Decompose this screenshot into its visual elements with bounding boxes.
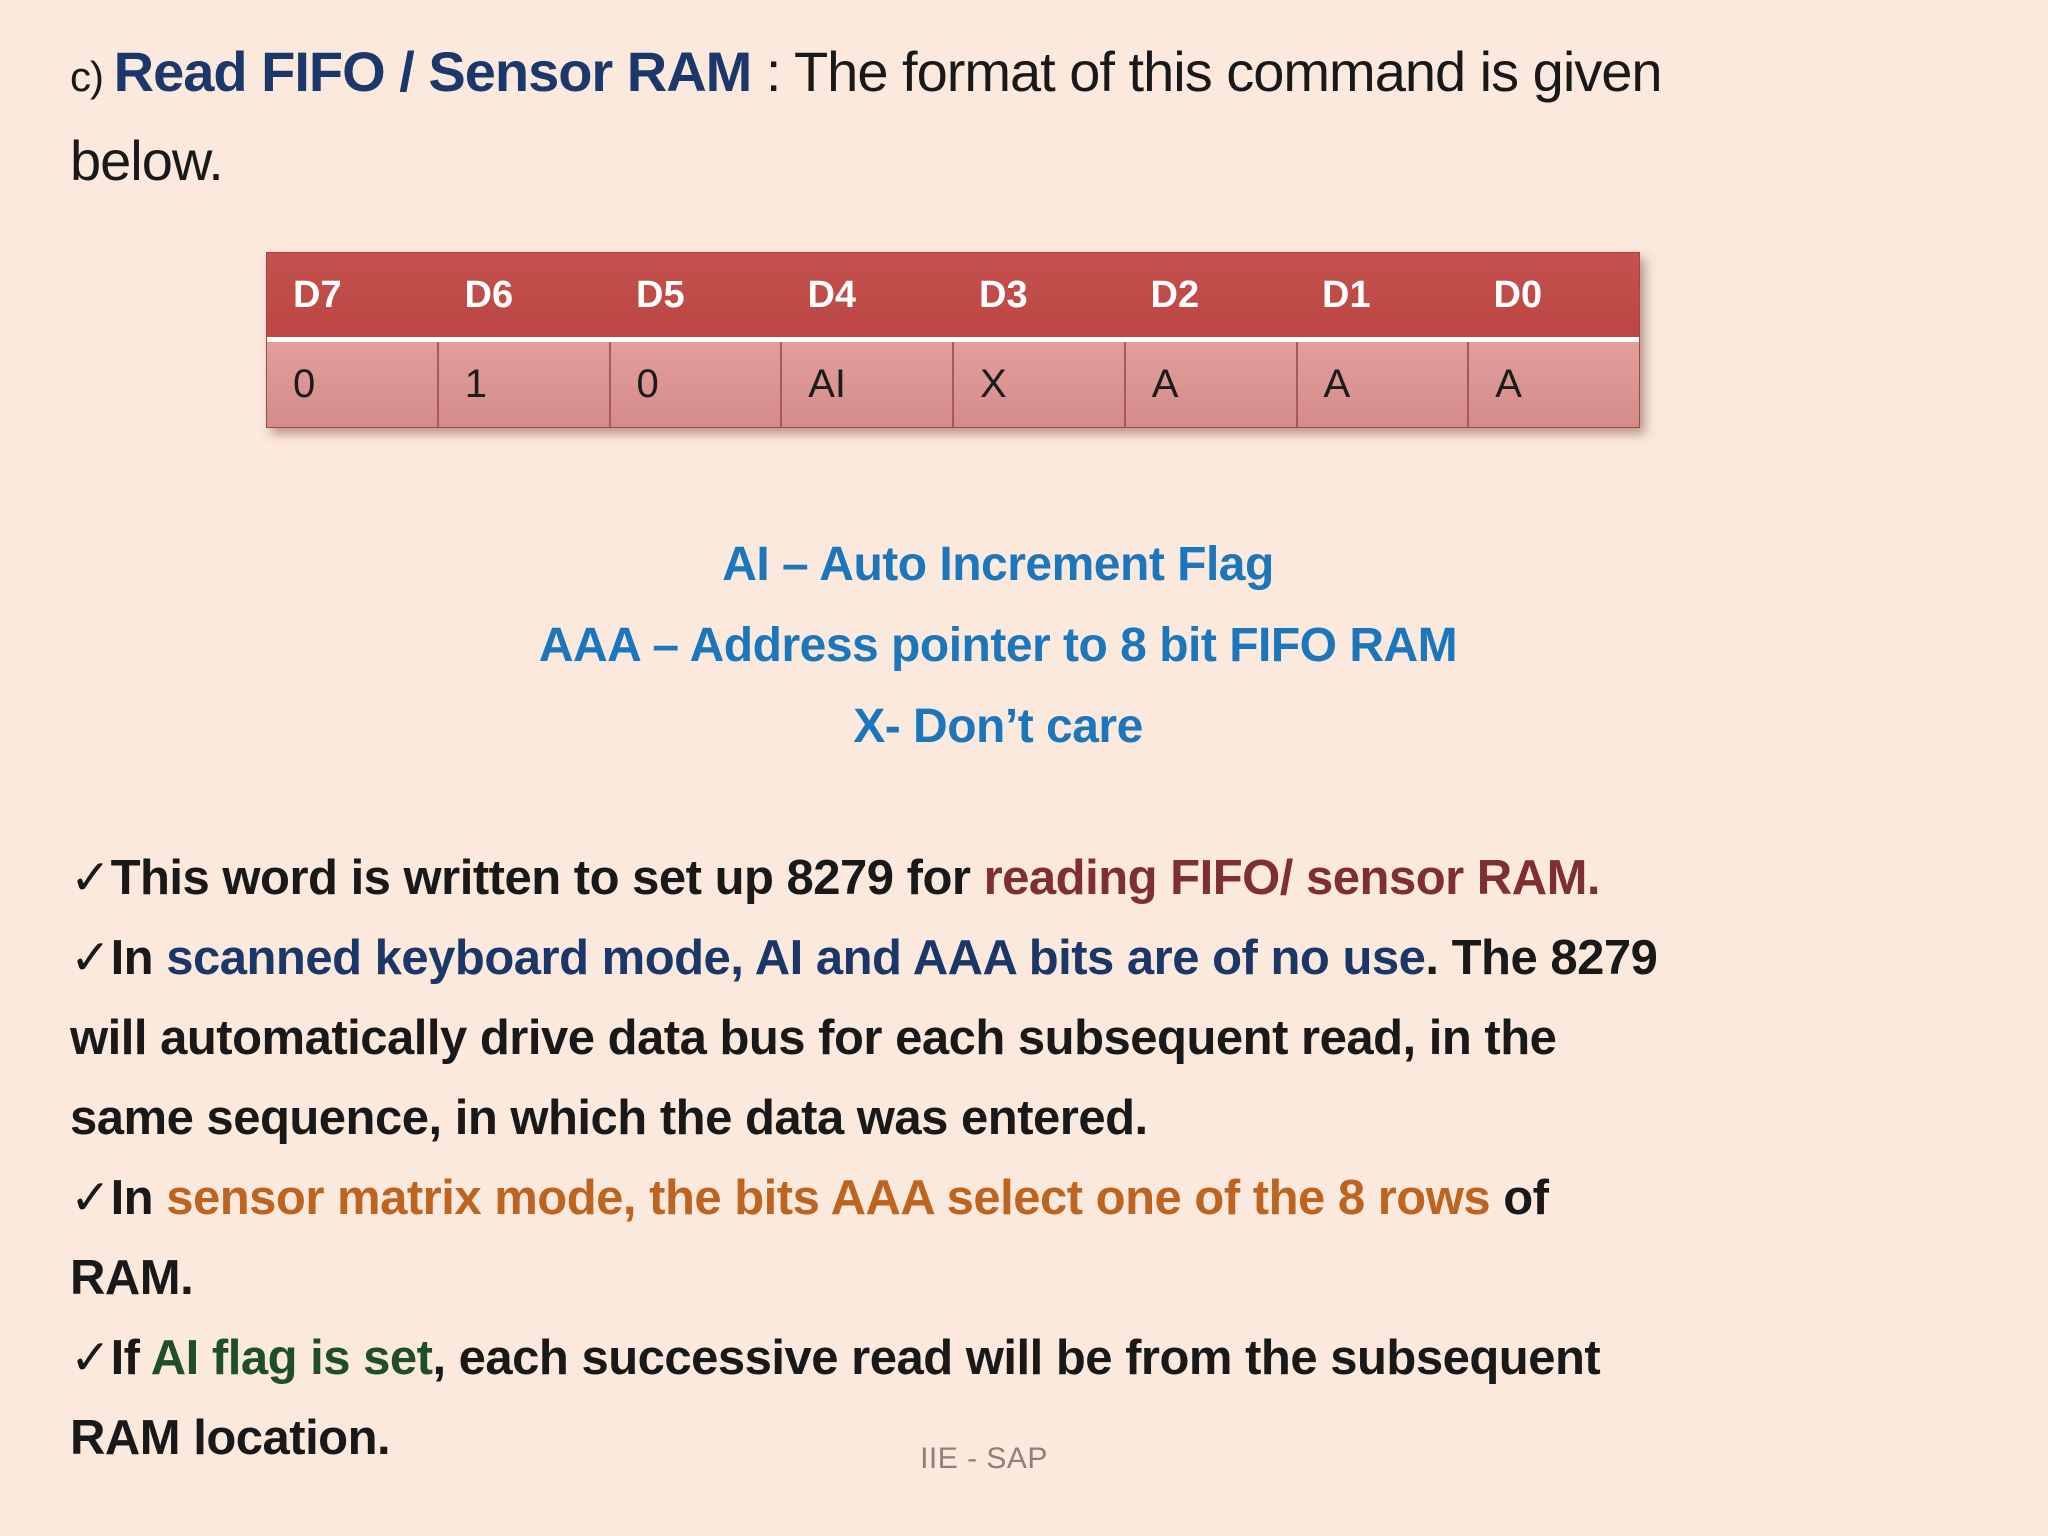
page-title: c) Read FIFO / Sensor RAM : The format o… xyxy=(70,30,2020,203)
legend-line: X- Don’t care xyxy=(853,700,1143,753)
text-segment: RAM location. xyxy=(70,1411,391,1465)
table-value-cell: 0 xyxy=(608,342,781,427)
table-value-cell: A xyxy=(1467,342,1639,427)
check-icon: ✓ xyxy=(70,931,111,985)
bullet-line: ✓In sensor matrix mode, the bits AAA sel… xyxy=(70,1158,2030,1238)
table-value-cell: 1 xyxy=(436,342,609,427)
table-header-cell: D3 xyxy=(979,273,1028,316)
text-segment: If xyxy=(110,1331,151,1385)
footer-text: IIE - SAP xyxy=(920,1442,1048,1475)
text-segment: AI flag is set xyxy=(150,1331,433,1385)
text-segment: same sequence, in which the data was ent… xyxy=(70,1091,1148,1145)
text-segment: This word is written to set up 8279 for xyxy=(110,851,984,905)
table-header-cell: D1 xyxy=(1322,273,1371,316)
title-line: below. xyxy=(70,119,2020,203)
bullet-line: ✓If AI flag is set, each successive read… xyxy=(70,1318,2030,1398)
table-value-cell: A xyxy=(1295,342,1468,427)
bullet-line: RAM location. xyxy=(70,1398,2030,1478)
title-line: c) Read FIFO / Sensor RAM : The format o… xyxy=(70,30,2020,119)
table-header-cell: D5 xyxy=(636,273,685,316)
table-header-cell: D4 xyxy=(807,273,857,316)
table-value-cell: A xyxy=(1123,342,1296,427)
table-value-cell: 0 xyxy=(293,362,316,406)
text-segment: In xyxy=(110,1171,167,1225)
text-segment: scanned keyboard mode, AI and AAA bits a… xyxy=(166,931,1426,985)
check-icon: ✓ xyxy=(70,1331,111,1385)
text-segment: RAM. xyxy=(70,1251,194,1305)
text-segment: reading FIFO/ sensor RAM. xyxy=(983,851,1601,905)
text-segment: , each successive read will be from the … xyxy=(432,1331,1601,1385)
text-segment: In xyxy=(110,931,167,985)
bullet-list: ✓This word is written to set up 8279 for… xyxy=(70,838,2030,1478)
bullet-line: will automatically drive data bus for ea… xyxy=(70,998,2030,1078)
bullet-line: RAM. xyxy=(70,1238,2030,1318)
bullet-line: same sequence, in which the data was ent… xyxy=(70,1078,2030,1158)
legend-line: AI – Auto Increment Flag xyxy=(722,538,1274,591)
table-header-cell: D2 xyxy=(1150,273,1200,316)
text-segment: sensor matrix mode, the bits AAA select … xyxy=(166,1171,1491,1225)
legend-line: AAA – Address pointer to 8 bit FIFO RAM xyxy=(538,619,1458,672)
table-header-cell: D6 xyxy=(464,273,514,316)
text-segment: Read FIFO / Sensor RAM xyxy=(113,40,766,103)
text-segment: . The 8279 xyxy=(1425,931,1658,985)
table-header-row: D7 D6 D5 D4 D3 D2 D1 D0 xyxy=(267,253,1639,337)
bit-format-table: D7 D6 D5 D4 D3 D2 D1 D0 0 1 0 AI X A A A xyxy=(266,252,1640,428)
text-segment: of xyxy=(1490,1171,1549,1225)
check-icon: ✓ xyxy=(70,851,111,905)
text-segment: below. xyxy=(70,129,224,192)
table-divider xyxy=(267,337,1639,342)
bullet-line: ✓In scanned keyboard mode, AI and AAA bi… xyxy=(70,918,2030,998)
bullet-line: ✓This word is written to set up 8279 for… xyxy=(70,838,2030,918)
table-value-row: 0 1 0 AI X A A A xyxy=(267,342,1639,427)
text-segment: will automatically drive data bus for ea… xyxy=(70,1011,1557,1065)
text-segment: c) xyxy=(70,53,114,100)
legend: AI – Auto Increment Flag AAA – Address p… xyxy=(0,524,2022,767)
table-value-cell: X xyxy=(952,342,1124,427)
table-header-cell: D7 xyxy=(293,273,342,316)
text-segment: : The format of this command is given xyxy=(765,40,1663,103)
table-header-cell: D0 xyxy=(1493,273,1543,316)
check-icon: ✓ xyxy=(70,1171,111,1225)
table-value-cell: AI xyxy=(780,342,952,427)
